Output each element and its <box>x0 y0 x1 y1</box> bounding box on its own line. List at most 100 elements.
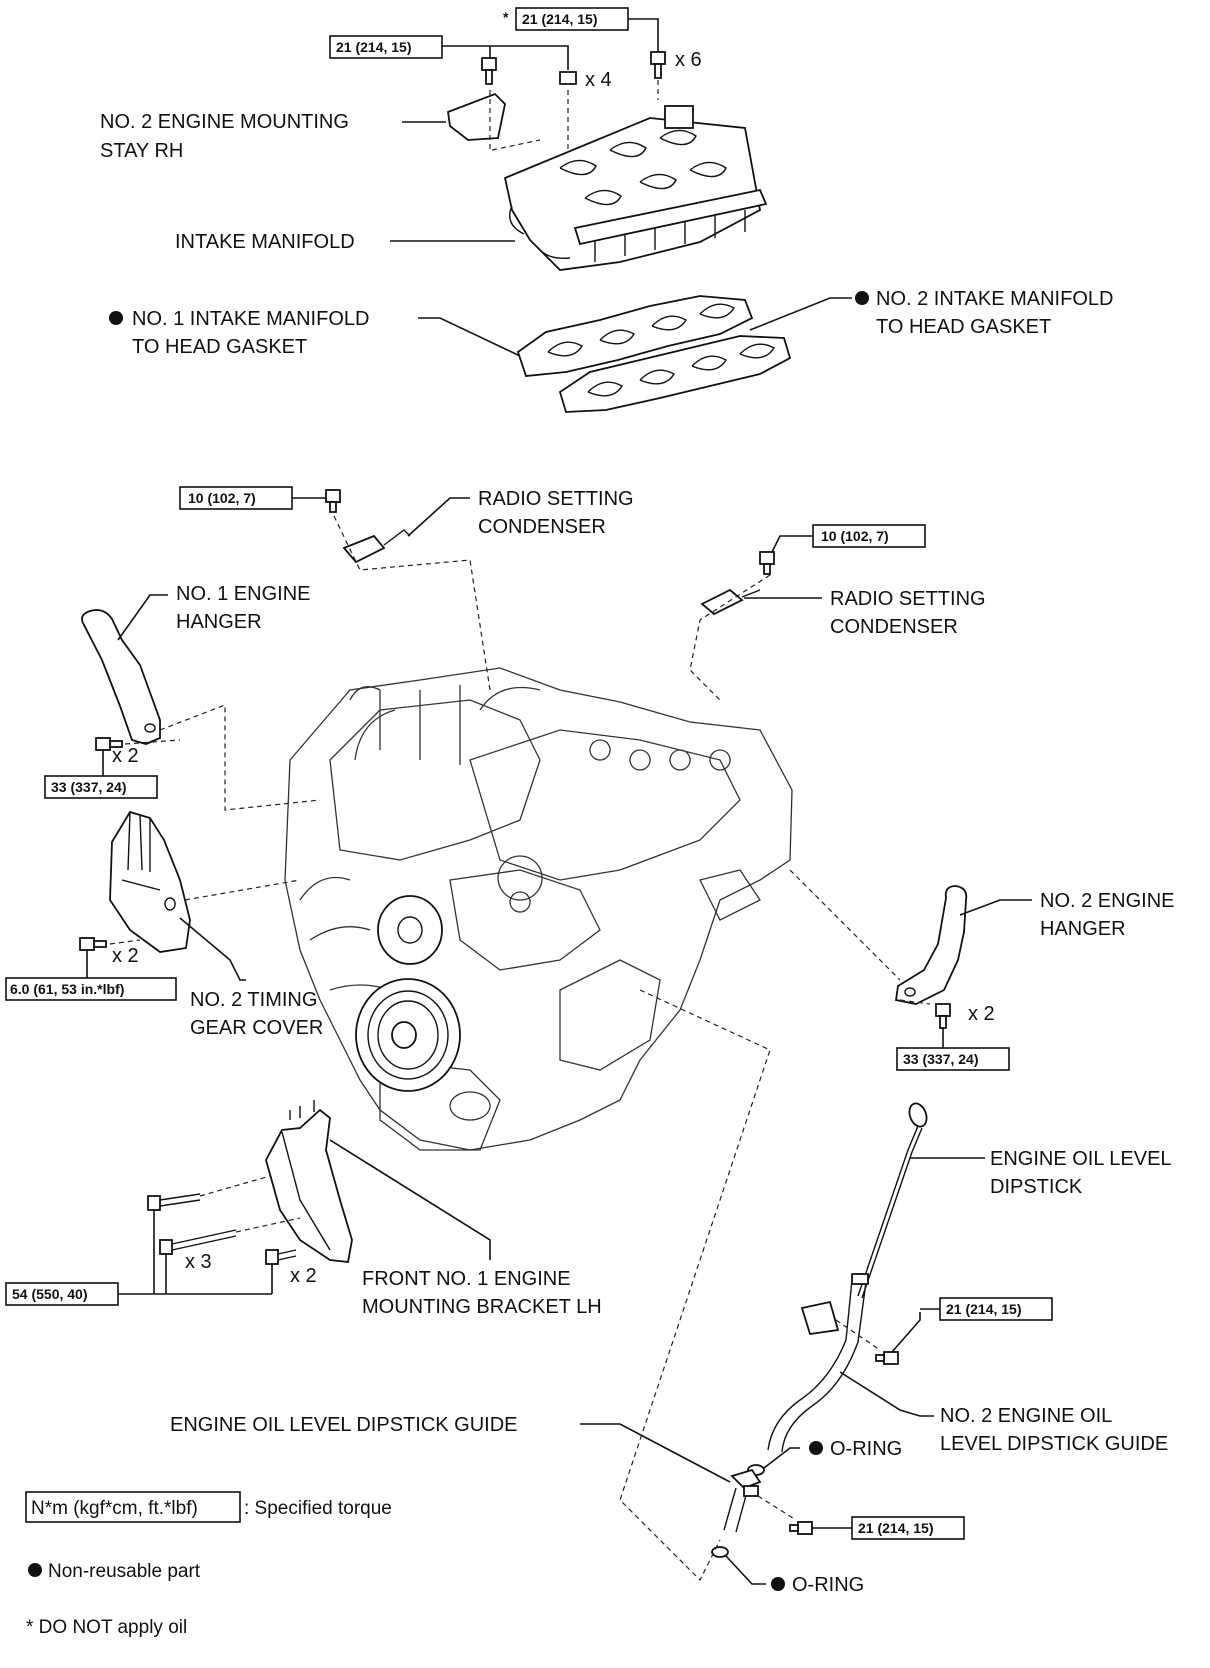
torque-box-stay <box>329 35 443 59</box>
leader-cond2-torque <box>771 535 813 553</box>
guide-lines-guide1 <box>757 1495 797 1521</box>
torque-hanger1: 33 (337, 24) <box>51 779 127 795</box>
label-hanger2-1: NO. 2 ENGINE <box>1040 890 1174 912</box>
intake-manifold-group: * 21 (214, 15) 21 (214, 15) x 4 x 6 NO. … <box>100 7 1113 413</box>
condenser2-part <box>700 588 761 616</box>
leader-guide2-torque <box>891 1312 921 1353</box>
leader-oring1 <box>763 1447 800 1469</box>
hanger2-bolt-icon <box>935 1003 951 1029</box>
torque-guide2: 21 (214, 15) <box>946 1301 1022 1317</box>
non-reusable-dot-gasket1 <box>109 311 123 325</box>
torque-manifold-star: 21 (214, 15) <box>522 11 598 27</box>
leader-cond1 <box>407 497 470 537</box>
water-pump-pulley-part <box>377 895 443 965</box>
hanger1-group: NO. 1 ENGINE HANGER x 2 33 (337, 24) <box>44 583 321 811</box>
non-reusable-dot-gasket2 <box>855 291 869 305</box>
torque-guide1: 21 (214, 15) <box>858 1520 934 1536</box>
qty-timing: x 2 <box>112 945 139 967</box>
crankshaft-pulley-part <box>355 978 461 1092</box>
leader-stay-torque <box>442 45 569 70</box>
leader-timing-cover <box>179 917 246 981</box>
torque-timing: 6.0 (61, 53 in.*lbf) <box>10 981 124 997</box>
guide-lines-timing <box>109 879 301 945</box>
label-timing-1: NO. 2 TIMING <box>190 989 317 1011</box>
qty-hanger2: x 2 <box>968 1003 995 1025</box>
leader-hanger2 <box>959 899 1032 916</box>
leader-manifold-star <box>628 18 659 52</box>
label-stay-1: NO. 2 ENGINE MOUNTING <box>100 111 349 133</box>
timing-cover-group: NO. 2 TIMING GEAR COVER x 2 6.0 (61, 53 … <box>5 810 323 1039</box>
label-dipstick-2: DIPSTICK <box>990 1176 1083 1198</box>
label-guide1: ENGINE OIL LEVEL DIPSTICK GUIDE <box>170 1414 518 1436</box>
label-guide2-1: NO. 2 ENGINE OIL <box>940 1405 1112 1427</box>
legend: N*m (kgf*cm, ft.*lbf) : Specified torque… <box>25 1491 392 1638</box>
label-bracket-2: MOUNTING BRACKET LH <box>362 1296 602 1318</box>
guide-lines-manifold <box>489 80 659 200</box>
leader-gasket2 <box>749 297 852 331</box>
label-cond2-1: RADIO SETTING <box>830 588 986 610</box>
qty-x3: x 3 <box>185 1251 212 1273</box>
condenser1-part <box>342 529 411 564</box>
leader-guide1 <box>580 1423 731 1483</box>
qty-hanger1: x 2 <box>112 745 139 767</box>
leader-bracket-torque <box>118 1210 273 1295</box>
qty-x6: x 6 <box>675 49 702 71</box>
bracket-bolt-short-icon <box>265 1249 297 1265</box>
label-timing-2: GEAR COVER <box>190 1017 323 1039</box>
guide-lines-guide2 <box>835 1319 881 1351</box>
gasket-no1-part <box>516 295 754 377</box>
timing-bolt-icon <box>79 937 107 951</box>
label-hanger2-2: HANGER <box>1040 918 1126 940</box>
label-bracket-1: FRONT NO. 1 ENGINE <box>362 1268 571 1290</box>
label-cond1-1: RADIO SETTING <box>478 488 634 510</box>
condenser-group: 10 (102, 7) RADIO SETTING CONDENSER 10 (… <box>179 486 986 701</box>
label-dipstick-1: ENGINE OIL LEVEL <box>990 1148 1172 1170</box>
legend-torque-box <box>25 1491 241 1523</box>
leader-hanger1 <box>117 594 168 641</box>
non-reusable-dot-oring2 <box>771 1577 785 1591</box>
dipstick-group: ENGINE OIL LEVEL DIPSTICK 21 (214, 15) N… <box>170 989 1172 1596</box>
label-guide2-2: LEVEL DIPSTICK GUIDE <box>940 1433 1168 1455</box>
label-oring2: O-RING <box>792 1574 864 1596</box>
timing-gear-cover-part <box>109 810 191 953</box>
torque-cond1: 10 (102, 7) <box>188 490 256 506</box>
qty-bracket-x2: x 2 <box>290 1265 317 1287</box>
legend-non-reusable: Non-reusable part <box>48 1561 201 1582</box>
guide2-bolt-icon <box>875 1351 899 1365</box>
torque-box-hanger1 <box>44 775 158 799</box>
guide-lines-hanger2 <box>789 869 931 1005</box>
legend-torque-text: : Specified torque <box>244 1498 392 1519</box>
guide-lines-condenser <box>333 515 771 701</box>
stay-bolt-icon <box>481 57 497 85</box>
label-gasket1-2: TO HEAD GASKET <box>132 336 307 358</box>
intake-manifold-part <box>503 105 768 271</box>
label-hanger1-1: NO. 1 ENGINE <box>176 583 310 605</box>
leader-gasket1 <box>418 317 521 357</box>
leader-bracket <box>329 1139 491 1260</box>
torque-bracket: 54 (550, 40) <box>12 1286 88 1302</box>
non-reusable-dot-oring1 <box>809 1441 823 1455</box>
engine-hanger-1-part <box>81 609 161 745</box>
label-intake-manifold: INTAKE MANIFOLD <box>175 231 355 253</box>
legend-dot-icon <box>28 1563 42 1577</box>
qty-x4: x 4 <box>585 69 612 91</box>
star-mark: * <box>503 9 509 25</box>
dipstick-guide-2-part <box>767 1273 869 1453</box>
label-gasket2-1: NO. 2 INTAKE MANIFOLD <box>876 288 1113 310</box>
label-gasket1-1: NO. 1 INTAKE MANIFOLD <box>132 308 369 330</box>
torque-box-hanger2 <box>896 1047 1010 1071</box>
gasket-no2-part <box>558 335 792 413</box>
engine-assembly-part <box>284 667 793 1151</box>
o-ring-2-part <box>711 1546 729 1558</box>
hanger2-group: NO. 2 ENGINE HANGER x 2 33 (337, 24) <box>789 869 1174 1071</box>
manifold-nut-icon <box>559 71 577 85</box>
label-cond1-2: CONDENSER <box>478 516 606 538</box>
label-gasket2-2: TO HEAD GASKET <box>876 316 1051 338</box>
label-oring1: O-RING <box>830 1438 902 1460</box>
leader-oring2 <box>725 1555 766 1585</box>
bracket-bolt-long-1-icon <box>147 1193 201 1211</box>
manifold-bolt-icon <box>650 51 666 79</box>
legend-no-oil: * DO NOT apply oil <box>26 1617 187 1638</box>
leader-guide2 <box>839 1371 934 1417</box>
